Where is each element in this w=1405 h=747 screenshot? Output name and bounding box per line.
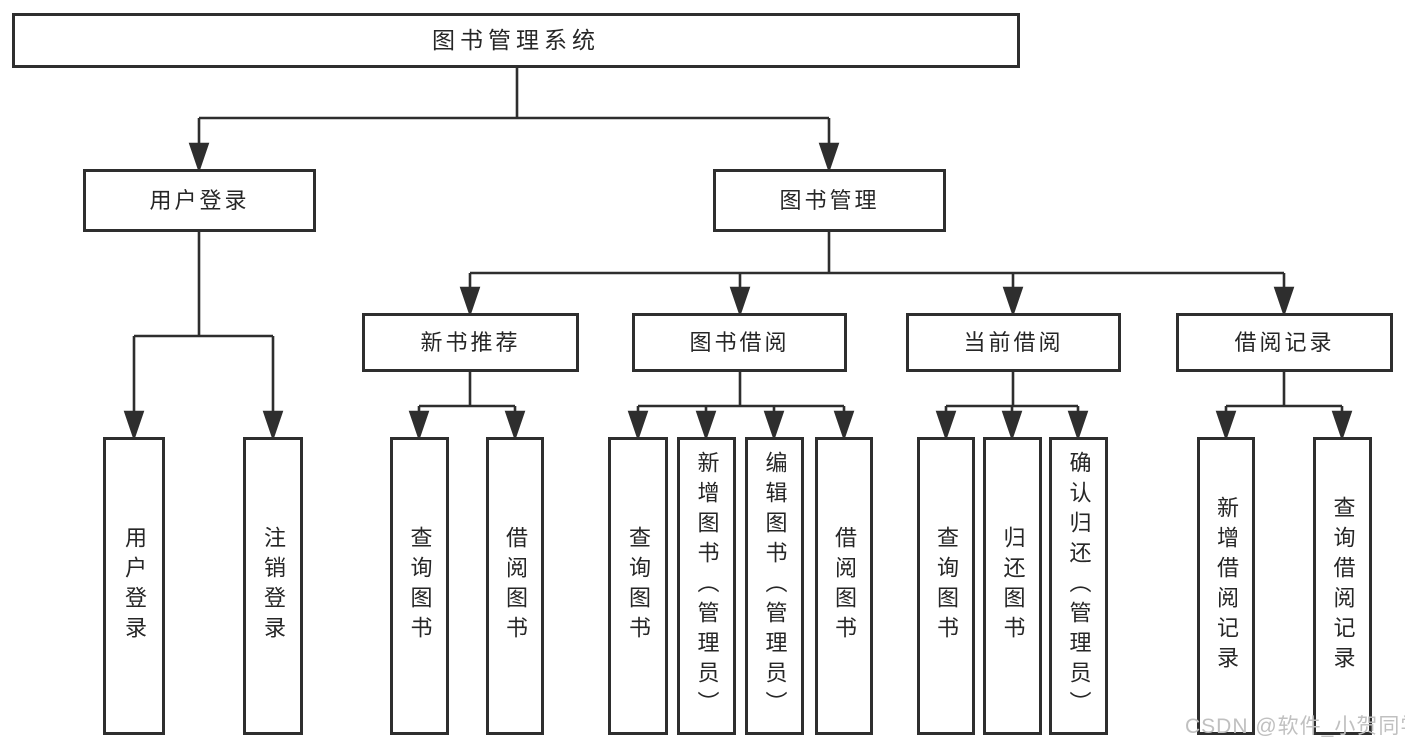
node-label: 查询图书 [626,526,651,646]
arrow-down-icon [818,142,840,174]
node-user-login: 用户登录 [83,169,316,232]
leaf-borrowing-borrow-books: 借阅图书 [815,437,873,735]
leaf-newbook-query-books: 查询图书 [390,437,449,735]
arrow-down-icon [188,142,210,174]
leaf-current-confirm-return-admin: 确认归还（管理员） [1049,437,1108,735]
node-book-mgmt: 图书管理 [713,169,946,232]
leaf-logout: 注销登录 [243,437,303,735]
node-label: 图书借阅 [689,329,790,355]
node-label: 注销登录 [261,526,286,646]
leaf-borrowing-add-books-admin: 新增图书（管理员） [677,437,736,735]
node-label: 图书管理 [779,187,880,213]
node-label: 新书推荐 [420,329,521,355]
csdn-watermark: CSDN @软件_小贺同学 [1185,715,1405,738]
arrow-down-icon [1067,410,1089,442]
arrow-down-icon [408,410,430,442]
node-borrow-records: 借阅记录 [1176,313,1393,372]
node-label: 确认归还（管理员） [1066,451,1092,721]
leaf-current-return-books: 归还图书 [983,437,1042,735]
node-label: 图书管理系统 [432,27,600,53]
connector-book-mgmt-to-level3 [459,232,1295,318]
node-label: 当前借阅 [963,329,1064,355]
connector-root-to-level2 [188,68,840,174]
node-book-borrowing: 图书借阅 [632,313,847,372]
arrow-down-icon [833,410,855,442]
leaf-current-query-books: 查询图书 [917,437,975,735]
leaf-records-add-record: 新增借阅记录 [1197,437,1255,735]
leaf-borrowing-edit-books-admin: 编辑图书（管理员） [745,437,804,735]
node-label: 新增图书（管理员） [694,451,720,721]
node-label: 借阅图书 [832,526,857,646]
connector-new-book-recommend-to-leaves [408,372,526,442]
node-root-system: 图书管理系统 [12,13,1020,68]
connector-borrow-records-to-leaves [1215,372,1353,442]
arrow-down-icon [123,410,145,442]
arrow-down-icon [1273,286,1295,318]
node-label: 新增借阅记录 [1214,496,1239,676]
arrow-down-icon [627,410,649,442]
leaf-newbook-borrow-books: 借阅图书 [486,437,544,735]
node-new-book-recommend: 新书推荐 [362,313,579,372]
node-label: 用户登录 [149,187,250,213]
node-label: 归还图书 [1000,526,1026,646]
leaf-borrowing-query-books: 查询图书 [608,437,668,735]
arrow-down-icon [935,410,957,442]
arrow-down-icon [695,410,717,442]
node-label: 借阅图书 [503,526,528,646]
connector-book-borrowing-to-leaves [627,372,855,442]
arrow-down-icon [459,286,481,318]
connector-current-borrowing-to-leaves [935,372,1089,442]
node-current-borrowing: 当前借阅 [906,313,1121,372]
node-label: 借阅记录 [1234,329,1335,355]
node-label: 用户登录 [122,526,147,646]
node-label: 查询借阅记录 [1330,496,1356,676]
arrow-down-icon [1002,286,1024,318]
connector-user-login-to-leaves [123,232,284,442]
arrow-down-icon [262,410,284,442]
arrow-down-icon [763,410,785,442]
node-label: 查询图书 [934,526,959,646]
node-label: 编辑图书（管理员） [762,451,788,721]
arrow-down-icon [729,286,751,318]
node-label: 查询图书 [407,526,433,646]
arrow-down-icon [1001,410,1023,442]
leaf-user-login: 用户登录 [103,437,165,735]
arrow-down-icon [1215,410,1237,442]
arrow-down-icon [504,410,526,442]
leaf-records-query-record: 查询借阅记录 [1313,437,1372,735]
arrow-down-icon [1331,410,1353,442]
